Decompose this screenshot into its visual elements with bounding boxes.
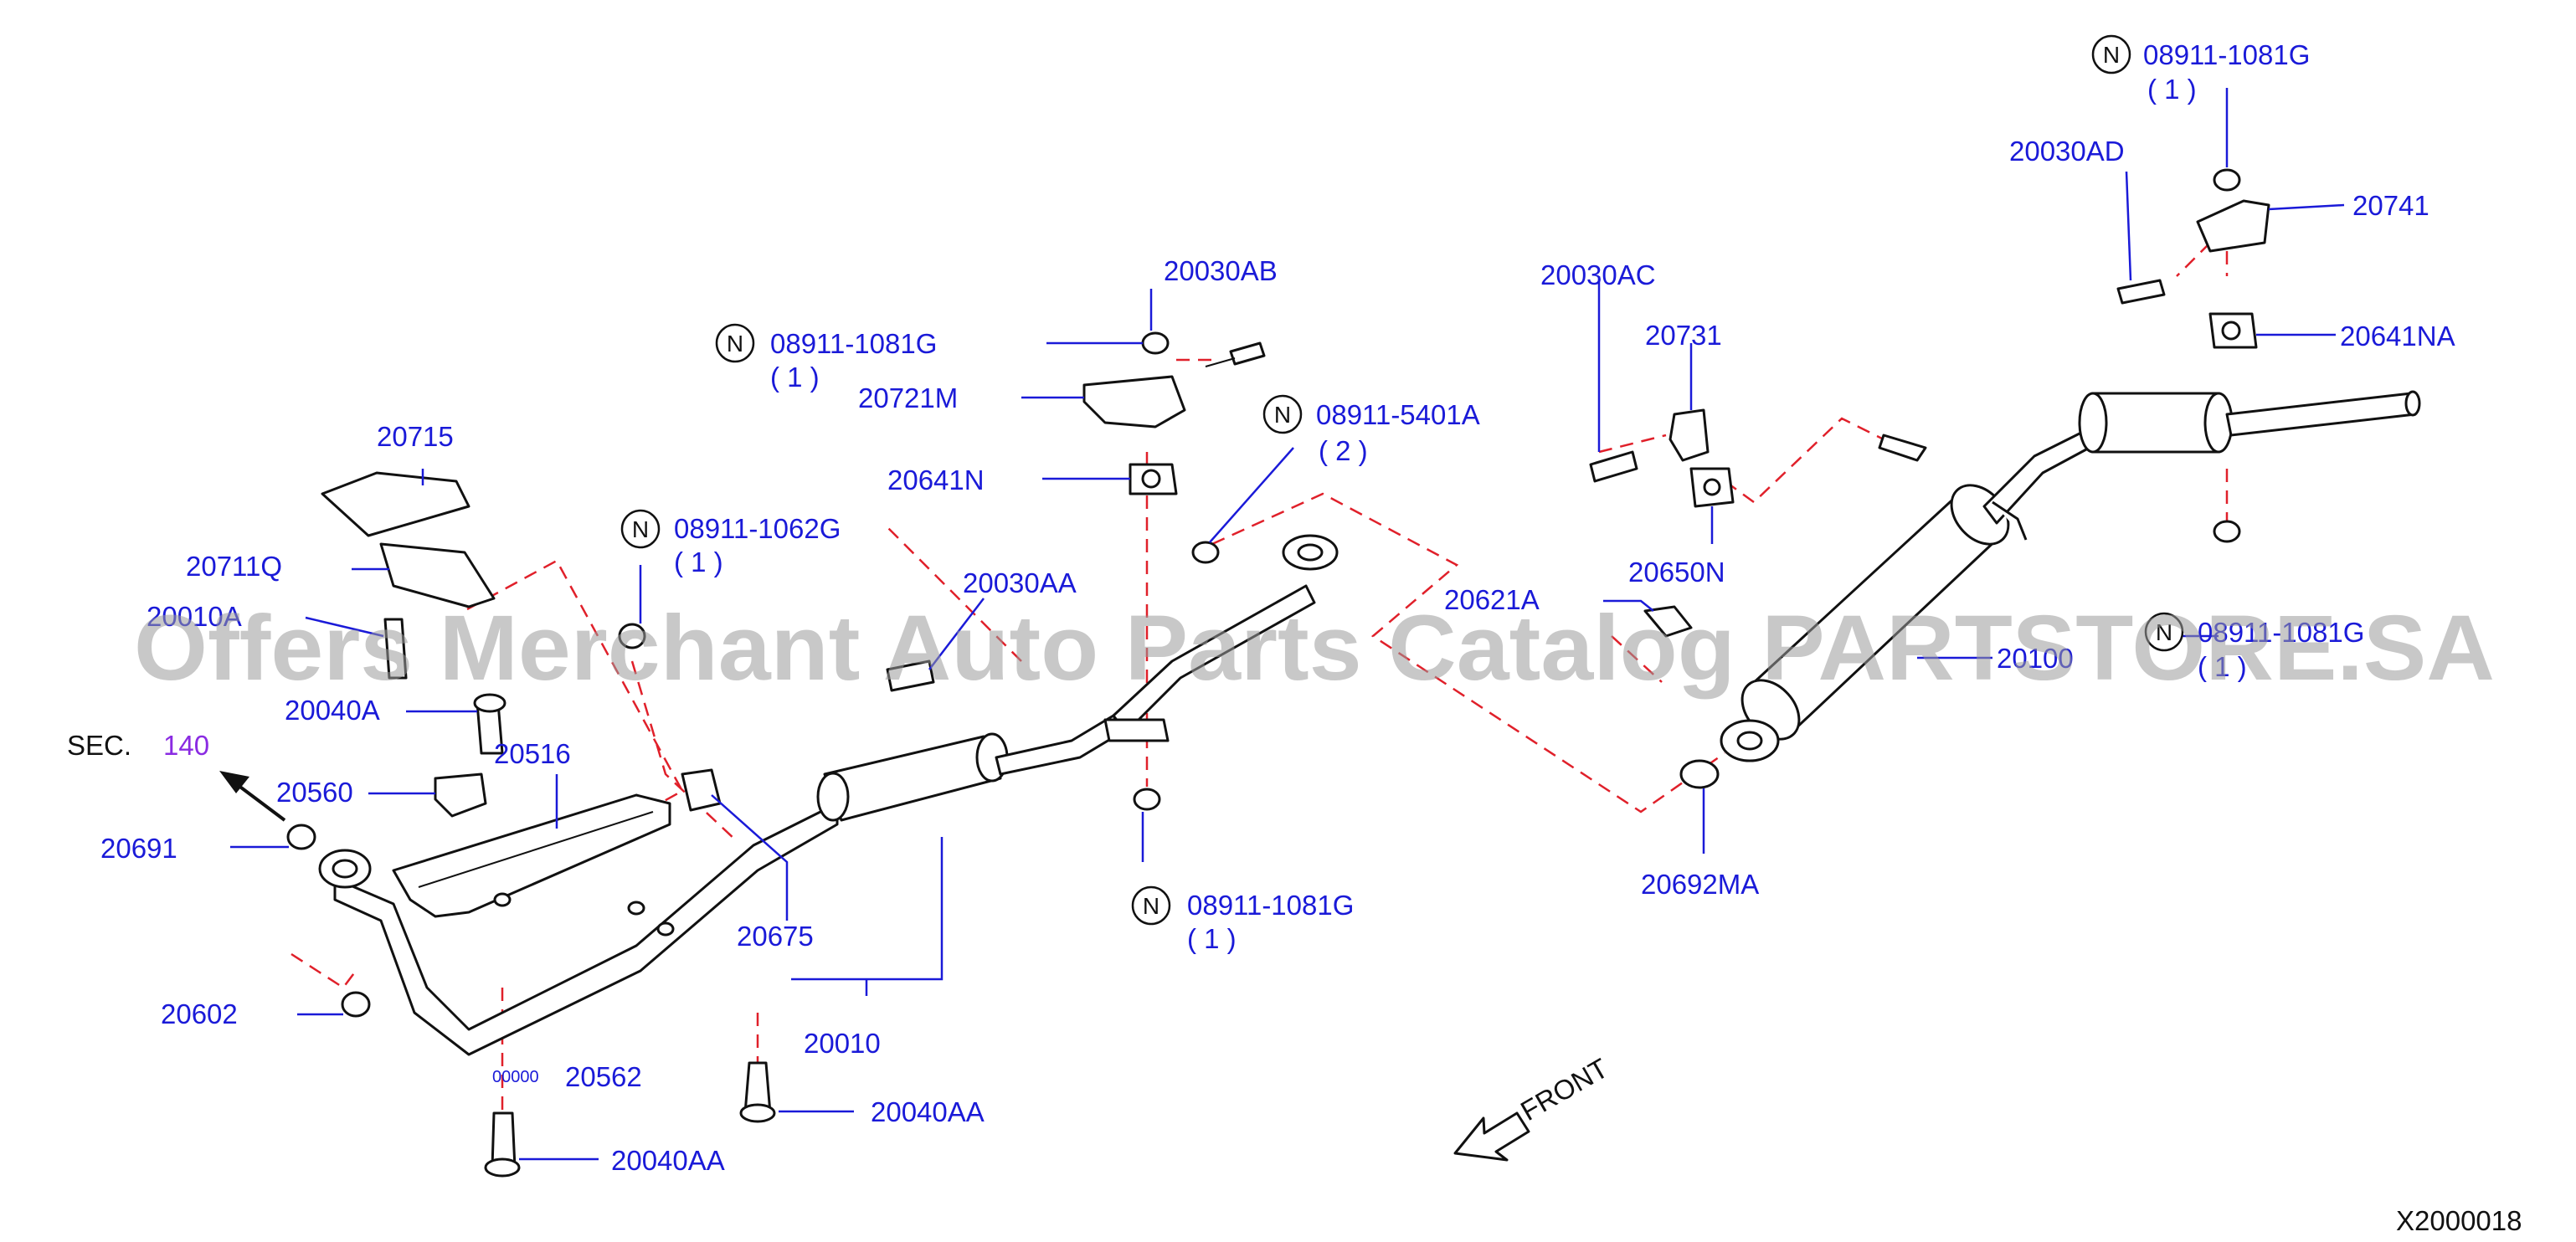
n-marker-icon: N: [2091, 34, 2131, 74]
label-20010A: 20010A: [147, 601, 242, 632]
label-20650N: 20650N: [1628, 557, 1725, 588]
label-20040A: 20040A: [285, 695, 380, 726]
label-20715: 20715: [377, 421, 454, 452]
svg-text:N: N: [632, 516, 649, 542]
label-08911-1081G-right-qty: ( 1 ): [2198, 651, 2247, 682]
n-marker-icon: N: [715, 323, 755, 363]
label-20741: 20741: [2352, 190, 2429, 221]
label-20562-clip: 00000: [492, 1068, 539, 1086]
label-08911-1081G-top-qty: ( 1 ): [770, 362, 820, 393]
svg-text:N: N: [1274, 402, 1291, 428]
label-20641N: 20641N: [887, 464, 985, 495]
n-marker-icon: N: [1262, 394, 1303, 434]
label-20010: 20010: [804, 1028, 881, 1059]
label-20711Q: 20711Q: [186, 551, 282, 582]
label-08911-1081G-right: 08911-1081G: [2198, 617, 2364, 648]
leader-lines: [230, 88, 2345, 1161]
label-20621A: 20621A: [1444, 584, 1540, 615]
label-20562: 20562: [565, 1061, 642, 1092]
assembly-dashed-lines: [291, 209, 2229, 1113]
front-exhaust-pipe: [318, 802, 839, 1056]
label-sec: SEC.: [67, 730, 131, 761]
label-20721M: 20721M: [858, 382, 958, 413]
label-20560: 20560: [276, 777, 353, 808]
n-markers: N N N N N N: [620, 34, 2184, 926]
mid-flange: [1282, 534, 1339, 571]
label-20040AA-left: 20040AA: [611, 1145, 725, 1176]
label-20691: 20691: [100, 833, 177, 864]
watermark-text: Offers Merchant Auto Parts Catalog PARTS…: [134, 597, 2495, 700]
front-heat-shield: [392, 793, 671, 918]
sec-arrow-icon: [219, 771, 286, 822]
hardware: [286, 168, 2270, 1178]
label-20641NA: 20641NA: [2340, 321, 2455, 352]
svg-text:N: N: [2103, 42, 2120, 68]
label-20100: 20100: [1997, 643, 2074, 674]
front-arrow-icon: [1453, 1111, 1530, 1162]
label-08911-1081G-topright: 08911-1081G: [2143, 39, 2310, 70]
label-08911-1081G-topright-qty: ( 1 ): [2147, 74, 2197, 105]
label-20030AC: 20030AC: [1540, 259, 1656, 290]
svg-text:N: N: [1143, 893, 1159, 919]
label-20602: 20602: [161, 998, 238, 1029]
front-label: FRONT: [1515, 1052, 1613, 1127]
label-08911-1062G-qty: ( 1 ): [674, 547, 723, 577]
label-20516: 20516: [494, 738, 571, 769]
n-marker-icon: N: [2144, 612, 2184, 652]
rear-flange-pipe: [1720, 719, 1780, 762]
label-sec-140[interactable]: 140: [163, 730, 209, 761]
label-08911-1081G-top: 08911-1081G: [770, 328, 937, 359]
label-20040AA-right: 20040AA: [871, 1096, 985, 1127]
label-20030AD: 20030AD: [2009, 136, 2125, 167]
label-08911-1062G: 08911-1062G: [674, 513, 841, 544]
label-08911-5401A: 08911-5401A: [1316, 399, 1480, 430]
label-20692MA: 20692MA: [1641, 869, 1759, 900]
label-08911-5401A-qty: ( 2 ): [1319, 435, 1368, 466]
n-marker-icon: N: [1131, 885, 1171, 926]
svg-text:N: N: [2156, 619, 2172, 645]
diagram-id: X2000018: [2396, 1205, 2522, 1236]
svg-text:N: N: [727, 331, 743, 357]
n-marker-icon: N: [620, 509, 661, 549]
label-08911-1081G-lower-qty: ( 1 ): [1187, 923, 1237, 954]
label-20731: 20731: [1645, 320, 1722, 351]
label-20030AA: 20030AA: [963, 567, 1077, 598]
label-20030AB: 20030AB: [1164, 255, 1278, 286]
label-08911-1081G-lower: 08911-1081G: [1187, 890, 1354, 921]
label-20675: 20675: [737, 921, 814, 952]
part-labels: 20030AB 08911-1081G ( 1 ) 20721M 08911-5…: [67, 39, 2455, 1176]
main-muffler: [1740, 390, 2421, 741]
